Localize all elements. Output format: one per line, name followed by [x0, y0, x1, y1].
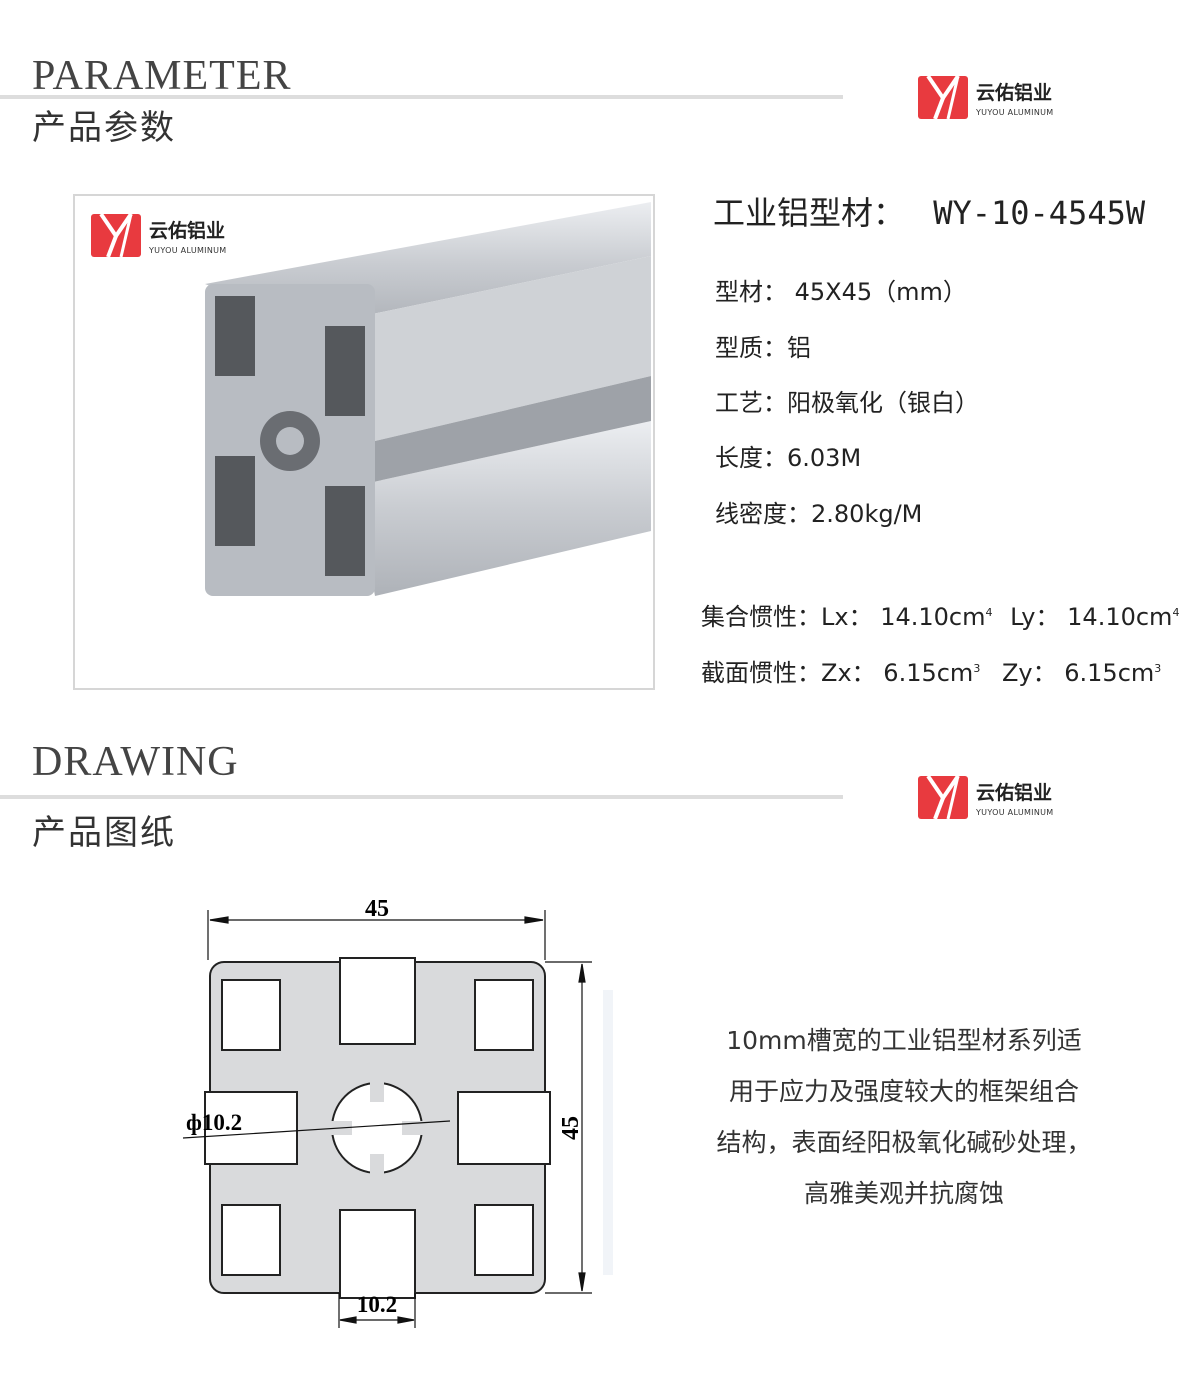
spec-length: 长度：6.03M [715, 438, 861, 473]
corner-hollow [474, 979, 534, 1051]
corner-hollow [474, 1204, 534, 1276]
right-slot [457, 1091, 551, 1165]
brand-name-en: YUYOU ALUMINUM [149, 246, 227, 255]
spec-label: 长度： [715, 444, 787, 472]
photo-brand-logo: 云佑铝业 YUYOU ALUMINUM [91, 214, 226, 257]
description-line: 结构，表面经阳极氧化碱砂处理， [716, 1128, 1092, 1157]
technical-drawing: 45 45 ф10.2 10.2 [182, 896, 613, 1328]
exponent: 4 [985, 606, 993, 619]
zx-value: 6.15cm [883, 659, 974, 687]
dimension-lines [182, 910, 592, 1328]
lx-value: 14.10cm [880, 603, 986, 631]
ly-value: 14.10cm [1067, 603, 1173, 631]
product-photo: 云佑铝业 YUYOU ALUMINUM [73, 194, 655, 690]
decorative-bar [603, 990, 613, 1275]
zx-label: Zx： [821, 659, 876, 687]
exponent: 3 [973, 662, 981, 675]
description-line: 用于应力及强度较大的框架组合 [728, 1077, 1079, 1106]
brand-logo-icon [918, 76, 968, 119]
brand-name-en: YUYOU ALUMINUM [976, 808, 1054, 817]
section-divider [0, 795, 843, 799]
drawing-title-en: DRAWING [32, 739, 239, 785]
product-name-label: 工业铝型材： [713, 194, 906, 232]
product-description: 10mm槽宽的工业铝型材系列适 用于应力及强度较大的框架组合 结构，表面经阳极氧… [674, 1015, 1134, 1219]
product-model: WY-10-4545W [933, 194, 1146, 232]
aluminum-profile-render [205, 202, 651, 596]
brand-name-cn: 云佑铝业 [976, 782, 1053, 804]
spec-value: 铝 [787, 334, 811, 362]
top-slot [339, 957, 416, 1045]
spec-profile: 型材： 45X45（mm） [715, 272, 967, 307]
spec-material: 型质：铝 [715, 328, 811, 363]
left-slot [204, 1091, 298, 1165]
parameter-title-en: PARAMETER [32, 53, 292, 99]
spec-section-modulus: 截面惯性：Zx： 6.15cm3 Zy： 6.15cm3 [701, 653, 1161, 688]
spec-value: 阳极氧化（银白） [787, 389, 979, 417]
spec-value: 6.03M [787, 444, 862, 472]
drawing-title-cn: 产品图纸 [32, 813, 176, 853]
brand-logo-icon [91, 214, 141, 257]
zy-value: 6.15cm [1064, 659, 1155, 687]
spec-moment-of-inertia: 集合惯性：Lx： 14.10cm4 Ly： 14.10cm4 [701, 597, 1179, 632]
parameter-title-cn: 产品参数 [32, 108, 176, 148]
brand-logo: 云佑铝业 YUYOU ALUMINUM [918, 776, 1053, 819]
corner-hollow [221, 1204, 281, 1276]
brand-name-cn: 云佑铝业 [149, 220, 226, 242]
brand-logo-icon [918, 776, 968, 819]
ly-label: Ly： [1010, 603, 1060, 631]
height-dimension: 45 [558, 1116, 584, 1140]
brand-name-cn: 云佑铝业 [976, 82, 1053, 104]
brand-name-en: YUYOU ALUMINUM [976, 108, 1054, 117]
spec-label: 型质： [715, 334, 787, 362]
product-name: 工业铝型材： WY-10-4545W [713, 188, 1145, 234]
width-dimension: 45 [365, 896, 389, 922]
spec-label: 集合惯性： [701, 603, 821, 631]
spec-value: 45X45（mm） [794, 278, 967, 306]
spec-density: 线密度：2.80kg/M [715, 494, 922, 529]
description-line: 10mm槽宽的工业铝型材系列适 [726, 1026, 1082, 1055]
spec-label: 工艺： [715, 389, 787, 417]
hole-diameter-dimension: ф10.2 [186, 1110, 242, 1135]
exponent: 3 [1154, 662, 1162, 675]
zy-label: Zy： [1001, 659, 1057, 687]
spec-label: 线密度： [715, 500, 811, 528]
slot-width-dimension: 10.2 [357, 1292, 397, 1317]
exponent: 4 [1172, 606, 1180, 619]
spec-label: 截面惯性： [701, 659, 821, 687]
brand-logo: 云佑铝业 YUYOU ALUMINUM [918, 76, 1053, 119]
spec-label: 型材： [715, 278, 787, 306]
spec-process: 工艺：阳极氧化（银白） [715, 383, 979, 418]
corner-hollow [221, 979, 281, 1051]
spec-value: 2.80kg/M [811, 500, 923, 528]
lx-label: Lx： [821, 603, 873, 631]
description-line: 高雅美观并抗腐蚀 [803, 1179, 1004, 1208]
section-divider [0, 95, 843, 99]
bottom-slot [339, 1209, 416, 1299]
